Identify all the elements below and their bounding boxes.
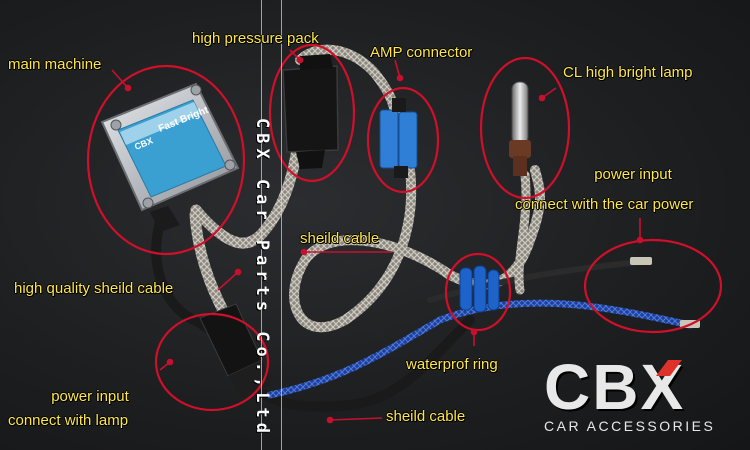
amp-connector [379, 98, 418, 178]
high-pressure-pack [282, 54, 339, 169]
brand-logo: C B X CAR ACCESSORIES [544, 351, 734, 434]
brand-tagline: CAR ACCESSORIES [544, 418, 716, 434]
label-connect-lamp: connect with lamp [8, 412, 129, 429]
label-cl-lamp: CL high bright lamp [563, 64, 693, 81]
callout-circle-power-car [583, 238, 723, 334]
label-high-quality-cable: high quality sheild cable [14, 280, 174, 297]
label-main-machine: main machine [8, 56, 102, 73]
cl-lamp [509, 81, 531, 176]
leader-sheild-bottom [329, 417, 383, 421]
lamp-cable [514, 170, 531, 295]
shield-cable-amp-to-ring [289, 165, 545, 333]
label-power-input-car: power input [594, 166, 672, 183]
brand-letter-b: B [592, 351, 641, 423]
main-machine-device: Fast Bright CBX [100, 82, 240, 232]
waterproof-ring-part [459, 265, 500, 313]
label-sheild-cable-top: sheild cable [300, 230, 380, 247]
callout-circle-ring [444, 252, 512, 332]
callout-circle-main-machine [86, 64, 246, 256]
black-wire [427, 259, 643, 303]
label-amp-connector: AMP connector [370, 44, 473, 61]
brand-letter-c: C [544, 351, 593, 423]
brand-letter-x: X [640, 355, 685, 419]
blue-wire [266, 299, 694, 399]
divider-line-left [261, 0, 262, 450]
watermark-text: CBX Car Parts Co.,Ltd [252, 118, 272, 438]
label-power-input-lamp: power input [51, 388, 129, 405]
brand-x-red-accent [656, 360, 683, 376]
callout-circle-lamp [479, 56, 571, 200]
callout-circle-power-lamp [154, 312, 270, 412]
leader-high-quality [217, 271, 239, 291]
divider-line-right [281, 0, 282, 450]
label-sheild-cable-bottom: sheild cable [386, 408, 466, 425]
label-connect-car-power: connect with the car power [515, 196, 694, 213]
label-waterproof-ring: waterprof ring [406, 356, 498, 373]
terminal-top [630, 257, 652, 265]
callout-circle-amp [366, 86, 440, 194]
label-high-pressure-pack: high pressure pack [192, 30, 319, 47]
leader-main-machine [111, 69, 129, 89]
callout-circle-pack [268, 43, 356, 183]
